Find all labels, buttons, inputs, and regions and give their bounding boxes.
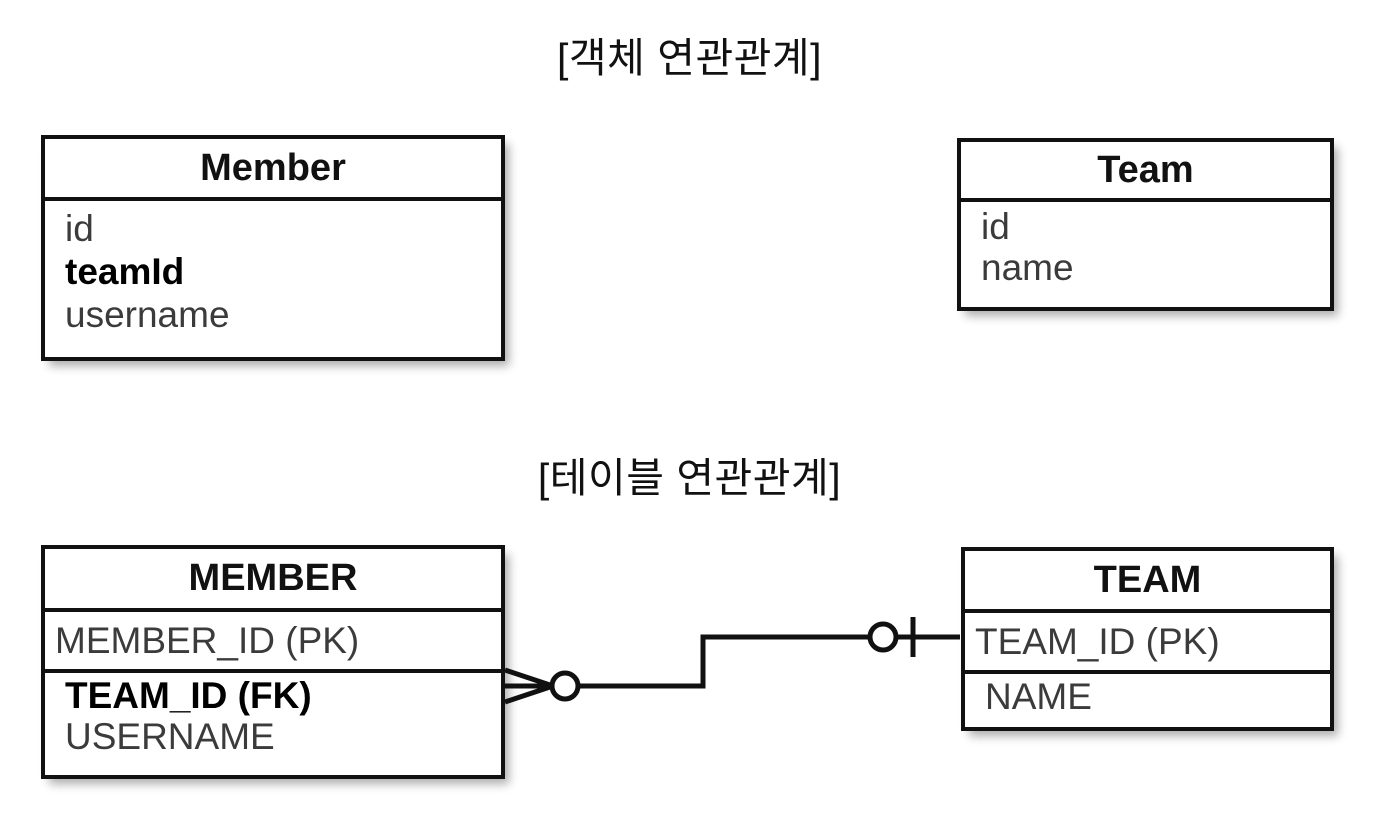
entity-team-table: TEAM TEAM_ID (PK) NAME [961,547,1334,731]
object-relation-title: [객체 연관관계] [557,35,822,81]
attribute-id: id [65,208,94,249]
attribute-team-id-pk: TEAM_ID (PK) [975,620,1220,662]
entity-header-divider [45,197,501,201]
entity-header-team-object: Team [1097,148,1194,191]
entity-header-divider [961,198,1330,202]
entity-key-divider [965,670,1330,674]
entity-team-object: Team id name [957,138,1334,311]
attribute-member-id-pk: MEMBER_ID (PK) [55,619,360,661]
table-relation-title: [테이블 연관관계] [537,455,842,501]
entity-member-table: MEMBER MEMBER_ID (PK) TEAM_ID (FK) USERN… [41,545,505,779]
attribute-name: name [981,247,1074,288]
entity-member-object: Member id teamId username [41,135,505,361]
entity-header-divider [45,608,501,612]
attribute-username: username [65,294,230,335]
entity-header-divider [965,609,1330,613]
entity-attribute-list: NAME [965,674,1330,717]
attribute-name: NAME [985,676,1092,717]
cardinality-zero-circle-team-side [867,621,899,653]
attribute-team-id-fk: TEAM_ID (FK) [65,675,312,716]
cardinality-zero-circle-member-side [549,670,581,702]
attribute-username: USERNAME [65,716,275,757]
entity-key-divider [45,669,501,673]
attribute-id: id [981,206,1010,247]
crowsfoot-prong-upper [504,667,554,689]
relationship-connector-member-team [504,617,960,705]
entity-attribute-list: id teamId username [45,201,501,336]
entity-header-member-object: Member [200,146,346,189]
entity-attribute-list: id name [961,202,1330,288]
relationship-line [578,634,870,689]
entity-header-member-table: MEMBER [188,557,358,599]
entity-header-team-table: TEAM [1093,558,1202,601]
entity-attribute-list: TEAM_ID (FK) USERNAME [45,673,501,757]
crowsfoot-prong-lower [504,683,554,705]
attribute-teamid: teamId [65,251,185,292]
